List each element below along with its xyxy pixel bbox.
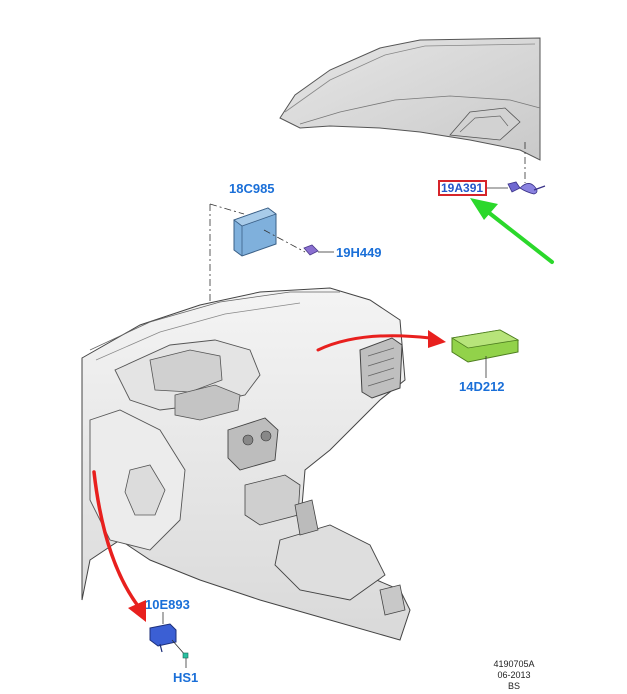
label-14d212[interactable]: 14D212 bbox=[459, 379, 505, 394]
module-10e893 bbox=[149, 612, 189, 668]
label-19a391[interactable]: 19A391 bbox=[441, 181, 484, 195]
reference-code: 4190705A bbox=[493, 659, 535, 669]
reference-suffix: BS bbox=[507, 681, 520, 691]
red-arrow-right bbox=[316, 330, 446, 352]
dashboard bbox=[81, 287, 411, 641]
reference-block: 4190705A 06-2013 BS bbox=[492, 659, 536, 692]
label-19h449[interactable]: 19H449 bbox=[336, 245, 382, 260]
label-10e893[interactable]: 10E893 bbox=[145, 597, 190, 612]
highlight-box bbox=[438, 180, 487, 196]
reference-date: 06-2013 bbox=[497, 670, 531, 680]
green-arrow bbox=[470, 198, 554, 264]
module-18c985 bbox=[209, 203, 334, 400]
cable-19a391 bbox=[486, 142, 546, 195]
label-hs1[interactable]: HS1 bbox=[173, 670, 199, 685]
label-18c985[interactable]: 18C985 bbox=[229, 181, 275, 196]
headliner bbox=[279, 37, 541, 161]
red-arrow-down bbox=[92, 470, 146, 622]
module-14d212 bbox=[450, 329, 520, 378]
